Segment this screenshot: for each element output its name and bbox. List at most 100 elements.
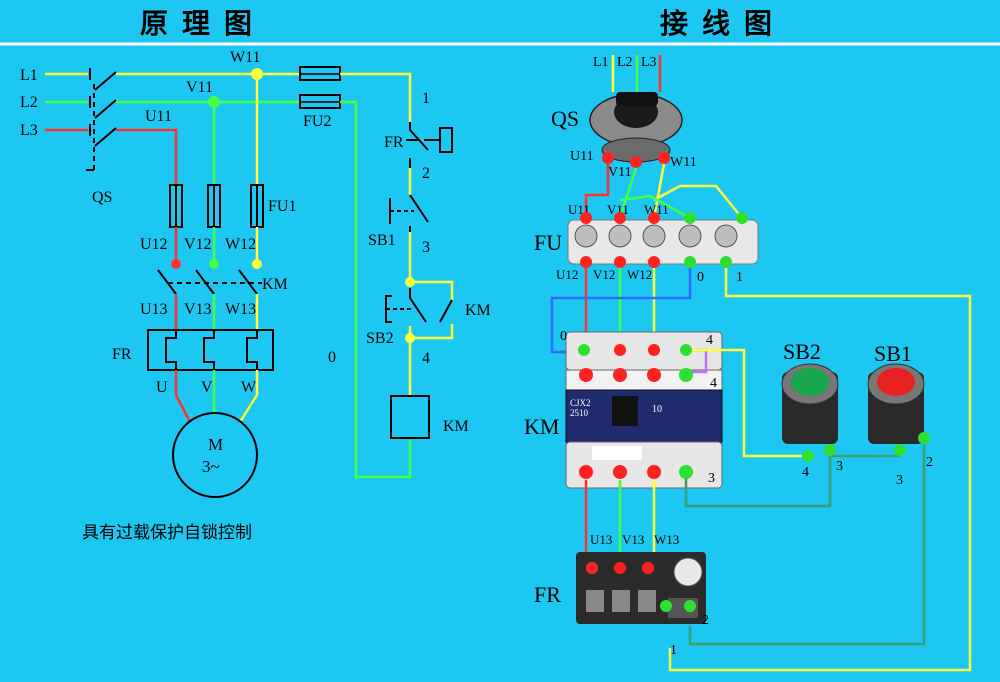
label-km-main: KM	[262, 276, 288, 293]
schematic-title: 原理图	[140, 7, 267, 40]
sb2-button-symbol	[385, 288, 453, 323]
node-3: 3	[422, 239, 430, 256]
wire-ctrl-top	[340, 72, 412, 122]
label-v: V	[201, 379, 213, 396]
label-w11: W11	[230, 49, 261, 66]
label-km-device: KM	[524, 414, 559, 439]
node-4-dot	[405, 333, 415, 343]
fr-term-1: 1	[670, 643, 677, 658]
sb1-device	[867, 363, 925, 444]
fr-top-w13: W13	[654, 532, 679, 547]
label-l3: L3	[20, 122, 38, 139]
label-fu1: FU1	[268, 198, 296, 215]
input-l3: L3	[641, 55, 657, 70]
label-u12: U12	[140, 236, 168, 253]
label-sb2-device: SB2	[783, 339, 821, 364]
label-fu2: FU2	[303, 113, 331, 130]
label-v13: V13	[184, 301, 212, 318]
label-km-coil: KM	[443, 418, 469, 435]
wiring-title: 接线图	[660, 7, 787, 40]
km-model-1: CJX2	[570, 398, 591, 408]
km-side-4b: 4	[710, 376, 717, 391]
label-sb1-device: SB1	[874, 341, 912, 366]
fr-term-2: 2	[702, 613, 709, 628]
label-sb2: SB2	[366, 330, 394, 347]
label-sb1: SB1	[368, 232, 396, 249]
fu-bottom-1: 1	[736, 270, 743, 285]
node-0: 0	[328, 349, 336, 366]
sb2-term-4: 4	[802, 465, 809, 480]
km-contactor-device	[565, 331, 723, 489]
label-v11: V11	[186, 79, 213, 96]
motor-letter: M	[208, 435, 223, 454]
fu-block	[567, 219, 759, 265]
km-main-contacts	[157, 269, 262, 295]
fu-bottom-0: 0	[697, 270, 704, 285]
label-v12: V12	[184, 236, 212, 253]
km-model-2: 2510	[570, 408, 589, 418]
km-rating: 10	[652, 404, 662, 415]
node-1: 1	[422, 90, 430, 107]
label-l2: L2	[20, 94, 38, 111]
sb1-button-symbol	[389, 194, 429, 232]
motor-sub: 3~	[202, 457, 220, 476]
fu1-fuses	[169, 184, 264, 228]
fu-bottom-v12: V12	[593, 267, 615, 282]
fu-bottom-w12: W12	[627, 267, 652, 282]
wire-ctrl-return	[340, 100, 412, 479]
label-fr-contact: FR	[384, 134, 404, 151]
qs-out-u11: U11	[570, 149, 594, 164]
qs-out-w11: W11	[670, 155, 697, 170]
label-fr-device: FR	[534, 582, 561, 607]
wire-1-yellow	[668, 268, 972, 672]
node-2: 2	[422, 165, 430, 182]
sb2-term-3: 3	[836, 459, 843, 474]
motor-symbol	[172, 412, 258, 498]
node-v11	[208, 96, 220, 108]
node-w11	[251, 68, 263, 80]
label-u13: U13	[140, 301, 168, 318]
fr-thermal-box	[147, 329, 274, 371]
km-side-3: 3	[708, 471, 715, 486]
sb1-term-3: 3	[896, 473, 903, 488]
wiring: L1 L2 L3 QS U11 V11 W11	[524, 55, 972, 672]
fr-top-v13: V13	[622, 532, 644, 547]
sb1-term-2: 2	[926, 455, 933, 470]
fu-top-w11: W11	[644, 202, 669, 217]
wire-0-blue	[550, 268, 692, 354]
node-4: 4	[422, 350, 430, 367]
label-w13: W13	[225, 301, 256, 318]
label-km-aux: KM	[465, 302, 491, 319]
node-w12	[252, 259, 262, 269]
fr-device	[576, 552, 706, 624]
node-u12	[171, 259, 181, 269]
fr-nc-contact	[406, 122, 453, 168]
label-u11: U11	[145, 108, 172, 125]
label-qs-device: QS	[551, 106, 579, 131]
label-u: U	[156, 379, 168, 396]
sb2-device	[781, 363, 839, 444]
qs-device	[589, 92, 683, 163]
node-v12	[209, 259, 219, 269]
label-w12: W12	[225, 236, 256, 253]
input-l2: L2	[617, 55, 633, 70]
qs-out-v11: V11	[608, 165, 632, 180]
km-side-0: 0	[560, 329, 567, 344]
label-qs: QS	[92, 189, 112, 206]
fu-bottom-u12: U12	[556, 267, 578, 282]
label-l1: L1	[20, 67, 38, 84]
label-fr-schematic: FR	[112, 346, 132, 363]
qs-switch-symbol	[86, 68, 117, 171]
km-side-4a: 4	[706, 333, 713, 348]
caption: 具有过载保护自锁控制	[82, 523, 252, 543]
wire-bus-u	[116, 128, 178, 185]
fr-top-u13: U13	[590, 532, 612, 547]
input-l1: L1	[593, 55, 609, 70]
label-w: W	[241, 379, 257, 396]
label-fu-device: FU	[534, 230, 562, 255]
schematic: L1 L2 L3 QS	[20, 49, 491, 498]
fr-thermal-elements	[165, 330, 258, 370]
km-coil	[390, 395, 430, 439]
